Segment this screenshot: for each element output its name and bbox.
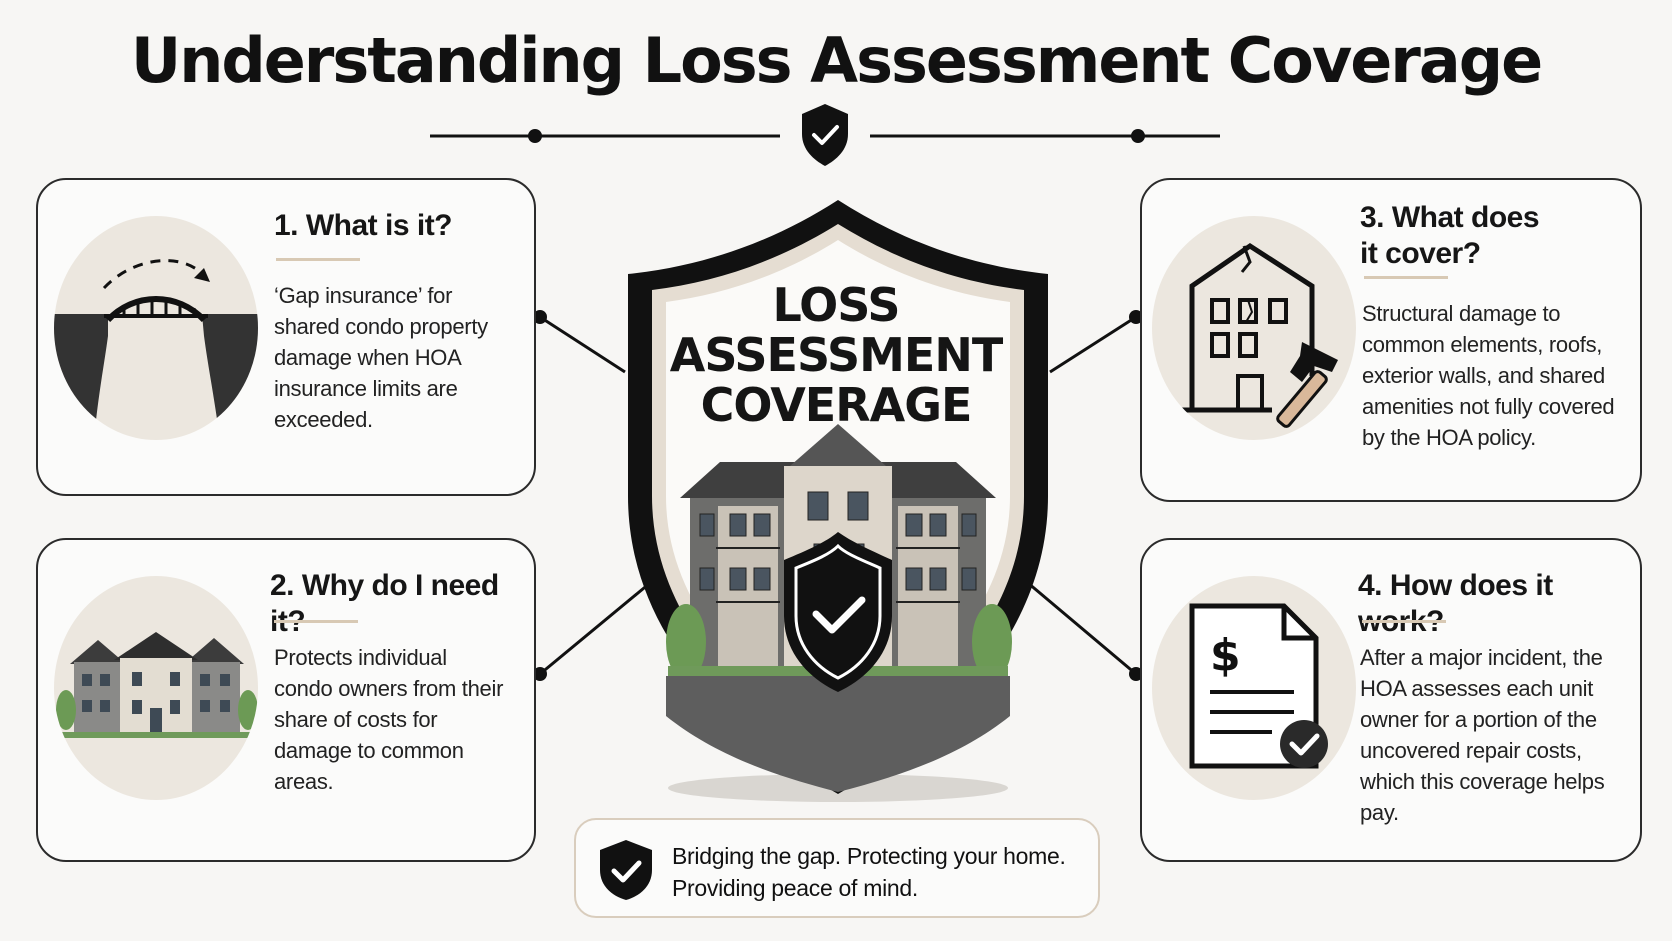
tagline-line-1: Bridging the gap. Protecting your home. (672, 843, 1066, 869)
svg-text:$: $ (1210, 630, 1241, 681)
tagline-box: Bridging the gap. Protecting your home. … (574, 818, 1100, 918)
card-title: 2. Why do I need it? (270, 569, 499, 638)
condo-building-icon (54, 632, 258, 738)
bridge-icon (54, 259, 258, 440)
title-underline (274, 620, 358, 623)
card-body: ‘Gap insurance’ for shared condo propert… (274, 283, 488, 432)
bridge-icon-badge (54, 216, 258, 440)
shield-check-icon (600, 840, 652, 900)
shield-check-icon (802, 104, 848, 166)
title-underline (1362, 620, 1446, 623)
title-underline (1364, 276, 1448, 279)
shield-check-icon (784, 532, 892, 692)
title-divider (430, 104, 1220, 166)
invoice-icon-badge: $ (1152, 576, 1356, 800)
tagline-text: Bridging the gap. Protecting your home. … (672, 840, 1066, 904)
central-shield (628, 200, 1048, 802)
invoice-check-icon: $ (1189, 603, 1328, 769)
shield-title: LOSS ASSESSMENT COVERAGE (669, 278, 1003, 432)
tagline-line-2: Providing peace of mind. (672, 875, 918, 901)
damage-icon-badge (1152, 216, 1356, 440)
card-title: 3. What does it cover? (1360, 201, 1540, 270)
page-title: Understanding Loss Assessment Coverage (130, 24, 1543, 97)
card-how-does-it-work: $ 4. How does it work? After a major inc… (1140, 538, 1642, 862)
hammer-icon (1276, 342, 1338, 428)
card-body: Protects individual condo owners from th… (274, 645, 504, 794)
card-title: 1. What is it? (274, 209, 453, 242)
card-why-need-it: 2. Why do I need it? Protects individual… (36, 538, 536, 862)
card-what-does-it-cover: 3. What does it cover? Structural damage… (1140, 178, 1642, 502)
condo-icon-badge (54, 576, 258, 800)
title-underline (276, 258, 360, 261)
card-body: Structural damage to common elements, ro… (1362, 301, 1615, 450)
card-what-is-it: 1. What is it? ‘Gap insurance’ for share… (36, 178, 536, 496)
card-body: After a major incident, the HOA assesses… (1360, 645, 1605, 825)
damaged-building-hammer-icon (1180, 242, 1338, 428)
card-title: 4. How does it work? (1358, 569, 1553, 638)
